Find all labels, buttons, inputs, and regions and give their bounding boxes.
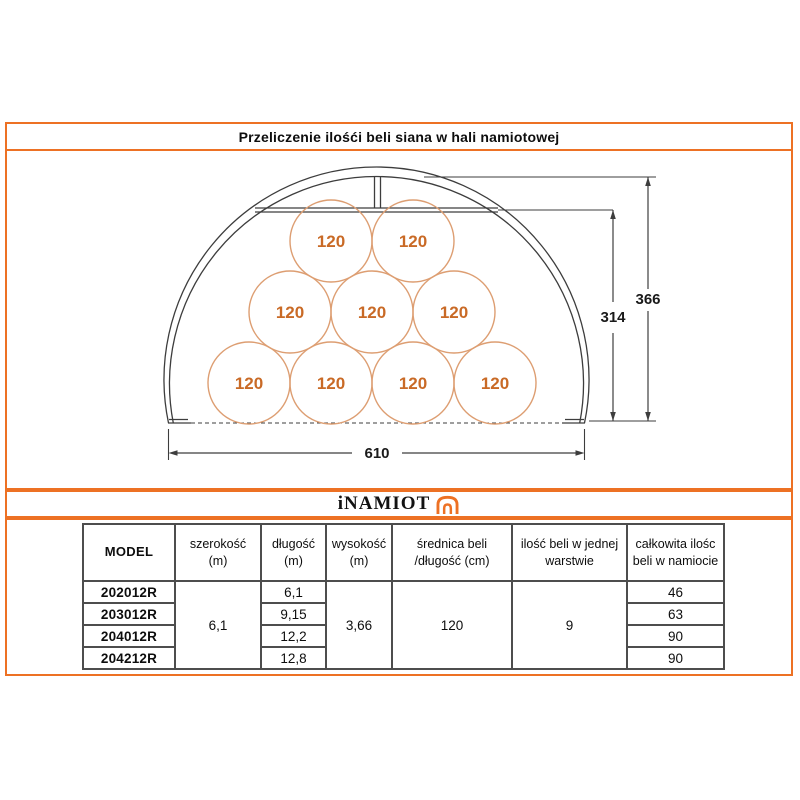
- logo-band: iNAMIOT: [5, 490, 793, 518]
- header-wysokosc: wysokość (m): [325, 523, 393, 582]
- dimension-314: 314: [600, 210, 626, 421]
- cell-calkowita: 90: [626, 624, 725, 648]
- table-row: 203012R 9,15 63: [82, 602, 725, 626]
- header-srednica: średnica beli /długość (cm): [391, 523, 513, 582]
- tent-cross-section-diagram: 120 120 120 120 120 120 120 120 120 314: [163, 166, 661, 462]
- extension-lines: [167, 176, 656, 460]
- table-panel: MODEL szerokość (m) długość (m) wysokość…: [5, 518, 793, 676]
- header-model: MODEL: [82, 523, 176, 582]
- page-title: Przeliczenie ilośći beli siana w hali na…: [7, 124, 791, 151]
- cell-model: 204212R: [82, 646, 176, 670]
- spec-table: MODEL szerokość (m) długość (m) wysokość…: [82, 523, 725, 670]
- bale-label: 120: [317, 232, 345, 251]
- cell-szerokosc: 6,1: [174, 580, 262, 670]
- table-header-row: MODEL szerokość (m) długość (m) wysokość…: [82, 523, 725, 582]
- bale-label: 120: [399, 374, 427, 393]
- dimension-366: 366: [635, 177, 661, 421]
- cell-model: 202012R: [82, 580, 176, 604]
- bale-label: 120: [276, 303, 304, 322]
- header-ilosc-warstwa: ilość beli w jednej warstwie: [511, 523, 628, 582]
- bale-label: 120: [317, 374, 345, 393]
- hay-bale-circles: [207, 199, 537, 425]
- bale-circle: [371, 199, 455, 283]
- bale-label: 120: [481, 374, 509, 393]
- header-dlugosc: długość (m): [260, 523, 327, 582]
- brand-logo-text: iNAMIOT: [337, 493, 431, 514]
- bale-label: 120: [440, 303, 468, 322]
- table-row: 204012R 12,2 90: [82, 624, 725, 648]
- bale-label: 120: [235, 374, 263, 393]
- cell-ilosc-warstwa: 9: [511, 580, 628, 670]
- cell-dlugosc: 12,8: [260, 646, 327, 670]
- tent-arch-icon: [435, 494, 460, 515]
- cell-wysokosc: 3,66: [325, 580, 393, 670]
- cell-dlugosc: 6,1: [260, 580, 327, 604]
- tent-outline: [163, 166, 590, 424]
- cell-srednica: 120: [391, 580, 513, 670]
- cell-model: 203012R: [82, 602, 176, 626]
- bale-circle: [453, 341, 537, 425]
- cell-model: 204012R: [82, 624, 176, 648]
- header-szerokosc: szerokość (m): [174, 523, 262, 582]
- header-calkowita: całkowita ilośc beli w namiocie: [626, 523, 725, 582]
- dimension-610: 610: [168, 445, 585, 462]
- cell-dlugosc: 12,2: [260, 624, 327, 648]
- bale-label: 120: [399, 232, 427, 251]
- bale-circle: [412, 270, 496, 354]
- dim-width-label: 610: [364, 445, 389, 462]
- dim-total-height-label: 366: [635, 291, 660, 308]
- table-row: 202012R 6,1 6,1 3,66 120 9 46: [82, 580, 725, 670]
- diagram-panel: Przeliczenie ilośći beli siana w hali na…: [5, 122, 793, 490]
- cell-calkowita: 90: [626, 646, 725, 670]
- dim-stack-height-label: 314: [600, 309, 626, 326]
- bale-diameter-labels: 120 120 120 120 120 120 120 120 120: [235, 232, 509, 393]
- cell-calkowita: 63: [626, 602, 725, 626]
- cell-dlugosc: 9,15: [260, 602, 327, 626]
- bale-label: 120: [358, 303, 386, 322]
- table-row: 204212R 12,8 90: [82, 646, 725, 670]
- cell-calkowita: 46: [626, 580, 725, 604]
